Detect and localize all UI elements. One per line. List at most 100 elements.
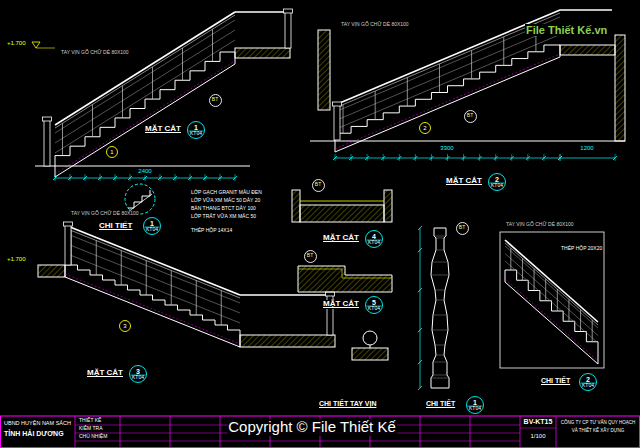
sheet-code: KT04 [469, 406, 481, 411]
sheet-code: KT04 [190, 131, 202, 136]
handrail [505, 240, 598, 322]
stair-steps [335, 45, 560, 140]
rail-bar [65, 243, 240, 313]
post-cap [284, 9, 293, 13]
title-cell-line [520, 416, 521, 448]
title-cell: THIẾT KẾ [78, 418, 102, 424]
baluster-profile [431, 228, 449, 388]
section-title: MẶT CẮT [144, 125, 182, 134]
post-cap [326, 292, 335, 296]
concrete-slab [560, 45, 615, 55]
handrail [55, 12, 235, 125]
section-bubble: 1KT04 [187, 121, 205, 139]
profile-joint [431, 275, 449, 276]
bubble-circle [107, 147, 118, 158]
dimension-tick [418, 248, 422, 252]
rail-bar [65, 233, 240, 303]
rail-bar [505, 254, 598, 336]
material-code: BT [212, 97, 218, 102]
wall-column [615, 35, 625, 141]
rail-bar [335, 26, 560, 121]
extension-line [431, 154, 432, 161]
material-tag: BT [304, 250, 317, 263]
sheet-code: KT04 [491, 183, 503, 188]
ground-line [310, 141, 625, 142]
callout-number: 2 [419, 122, 431, 134]
profile-joint [436, 250, 444, 251]
baluster [96, 241, 97, 276]
material-tag: BT [464, 110, 477, 123]
handrail-edge [55, 15, 235, 128]
stair-section [298, 266, 392, 292]
callout-number: 1 [110, 149, 113, 155]
handrail [235, 11, 288, 13]
title-cell-line [170, 416, 171, 448]
newel-post [334, 105, 340, 140]
section-bubble: 2KT04 [579, 373, 597, 391]
stringer-wall [292, 190, 300, 222]
dimension-tick [418, 360, 422, 364]
newel-post [65, 225, 71, 265]
baluster [62, 123, 63, 155]
granite-finish [300, 201, 384, 202]
extension-line [615, 154, 616, 161]
baluster [343, 105, 344, 134]
logo-text: File Thiết Kế.vn [525, 24, 608, 36]
extension-line [220, 174, 221, 181]
stair-steps [65, 265, 240, 335]
dimension-tick [418, 288, 422, 292]
profile-joint [436, 300, 444, 301]
handrail-section [363, 331, 377, 345]
rail-bar [55, 30, 235, 143]
title-cell-line [75, 416, 76, 448]
rail-bar [65, 253, 240, 323]
detail-circle [125, 184, 155, 214]
extension-line [447, 154, 448, 161]
callout-number: 3 [123, 323, 126, 329]
rail-bar [55, 40, 235, 153]
baluster [122, 86, 123, 118]
extension-line [479, 154, 480, 161]
baluster [510, 248, 511, 270]
title-cell: CHỦ NHIỆM [78, 434, 108, 440]
level-mark: +1.700 [6, 40, 27, 47]
rail-bar [505, 246, 598, 328]
handrail-note: TAY VỊN GỖ CHỮ DẺ 80X100 [505, 222, 575, 228]
stair-slab [300, 205, 384, 222]
section-title: MẶT CẮT [322, 234, 360, 243]
stair-end [335, 140, 336, 152]
baluster [534, 269, 535, 291]
baluster [471, 50, 472, 79]
ground-line [35, 166, 250, 167]
concrete-slab [240, 335, 335, 347]
section-bubble: 1KT04 [143, 217, 161, 235]
material-note: LỚP VỮA XM MÁC 50 DÀY 20 [190, 198, 261, 204]
sheet-code: KT04 [368, 240, 380, 245]
material-tag: BT [456, 222, 469, 235]
baluster [146, 261, 147, 296]
profile-joint [432, 262, 448, 263]
section-number: 3 [136, 368, 140, 375]
baluster [522, 258, 523, 280]
stair-steps [128, 190, 150, 208]
extension-line [130, 174, 131, 181]
dimension-tick [418, 226, 422, 230]
rebar-line [505, 279, 598, 361]
baluster [439, 64, 440, 93]
detail-title: CHI TIẾT [425, 400, 456, 408]
bubble-circle [467, 397, 484, 414]
baluster [557, 289, 558, 311]
material-note: THÉP HỘP 14X14 [190, 228, 233, 234]
section-number: 1 [473, 399, 477, 406]
bubble-circle [312, 179, 324, 191]
handrail-edge [505, 243, 598, 325]
profile-joint [432, 330, 448, 331]
profile-joint [433, 315, 447, 316]
extension-line [55, 174, 56, 181]
handrail-edge [65, 228, 240, 298]
title-cell-line [75, 441, 520, 442]
baluster [171, 271, 172, 306]
baluster [375, 91, 376, 120]
stair-steps [505, 270, 598, 352]
extension-line [205, 174, 206, 181]
